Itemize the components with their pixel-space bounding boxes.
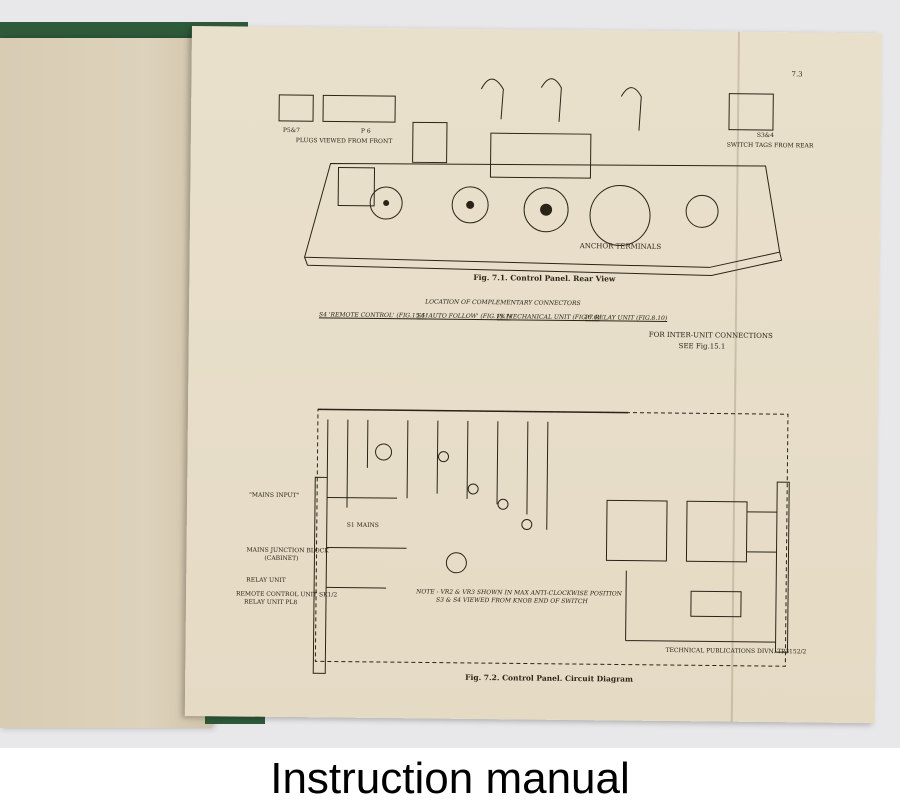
relay-lead [480, 78, 504, 120]
plug-p5-p7-box [278, 94, 314, 122]
recording-level-box [690, 590, 742, 618]
relay-lead [540, 78, 562, 122]
wire [326, 419, 329, 478]
switch-tags-box [728, 93, 774, 131]
wire [326, 586, 387, 589]
wire [366, 419, 369, 468]
wire [625, 570, 627, 641]
wire [436, 420, 439, 494]
plug-p6-box [322, 94, 396, 123]
wire [327, 496, 398, 499]
wire [326, 546, 407, 549]
knob-center [540, 203, 553, 216]
control-panel-edge [304, 252, 783, 276]
lamp-symbol [497, 498, 509, 510]
wire [406, 420, 409, 499]
wire [496, 421, 499, 505]
control-panel-base [303, 162, 781, 268]
knob-center [383, 200, 390, 207]
switch-s4 [685, 500, 748, 563]
connector-p7 [774, 481, 790, 653]
wire [526, 421, 529, 515]
wire [466, 420, 469, 499]
vr3-control [685, 194, 719, 228]
lamp-symbol [438, 451, 450, 463]
wire [546, 421, 549, 530]
switch-s3 [605, 499, 668, 562]
connector-p5 [312, 476, 328, 674]
lamp-symbol [521, 519, 533, 531]
wire [625, 640, 776, 643]
wire [346, 419, 349, 508]
meter-symbol [375, 443, 393, 461]
transformer-t1 [412, 121, 448, 164]
vu-meter-symbol [445, 552, 467, 574]
control-knob [451, 186, 489, 224]
connector-p6-bar [317, 408, 628, 414]
lamp-symbol [467, 483, 479, 495]
photo-caption: Instruction manual [270, 754, 630, 803]
knob-center [466, 200, 475, 209]
control-knob [523, 187, 569, 233]
component-block [337, 167, 376, 207]
book-cover-top [0, 22, 248, 40]
relay-lead [620, 87, 642, 131]
fuse-holders [489, 132, 592, 179]
left-page [0, 38, 212, 728]
right-page: 7.3 P5&7 P 6 PLUGS VIEWED FROM FRONT S3&… [184, 26, 882, 724]
vr2-control [369, 186, 403, 220]
photo: 7.3 P5&7 P 6 PLUGS VIEWED FROM FRONT S3&… [0, 0, 900, 748]
circuit-frame [314, 408, 789, 667]
vr1-meter [589, 184, 651, 246]
diagram-drawing [278, 78, 790, 674]
